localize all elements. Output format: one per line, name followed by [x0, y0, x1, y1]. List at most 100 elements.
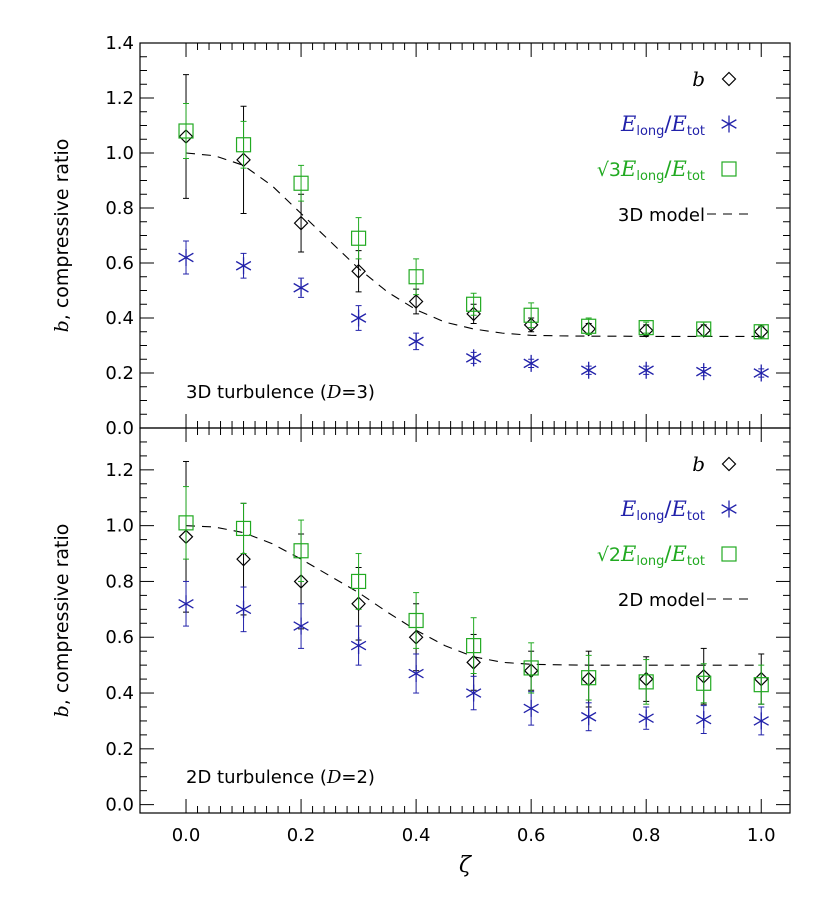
- y-tick-label: 1.2: [105, 460, 134, 481]
- data-point-E: [350, 637, 367, 655]
- legend-den-sub: tot: [687, 554, 705, 569]
- data-point-S: [638, 674, 654, 690]
- legend-den: E: [671, 157, 687, 181]
- legend-marker-E: [721, 115, 737, 133]
- data-point-E: [753, 712, 769, 730]
- legend-slash: /: [664, 542, 672, 566]
- y-tick-label: 0.2: [105, 363, 134, 384]
- data-point-E: [293, 617, 309, 635]
- data-point-S: [293, 175, 309, 191]
- legend-num-sub: long: [636, 554, 664, 569]
- legend-den: E: [671, 112, 687, 136]
- data-point-S: [466, 638, 482, 654]
- legend-label-E: Elong/Etot: [620, 112, 705, 139]
- data-point-E: [235, 600, 252, 618]
- y-axis-label-var: b: [51, 705, 73, 717]
- legend-label-S: √3Elong/Etot: [597, 157, 705, 184]
- data-point-S: [523, 660, 539, 676]
- data-point-S: [753, 677, 769, 693]
- data-point-S: [408, 612, 424, 629]
- data-point-E: [580, 708, 597, 726]
- data-point-S: [466, 296, 482, 312]
- annotation-var: D: [326, 767, 342, 788]
- data-point-S: [638, 320, 654, 336]
- data-point-S: [178, 515, 194, 531]
- legend-label-model: 2D model: [618, 590, 705, 611]
- legend-marker-b: [721, 456, 737, 472]
- y-tick-label: 0.8: [105, 571, 134, 592]
- y-tick-label: 0.4: [105, 683, 134, 704]
- data-point-b: [696, 323, 712, 338]
- y-axis-label: b, compressive ratio: [51, 524, 73, 718]
- legend-marker-E: [721, 500, 737, 518]
- data-point-S: [581, 318, 597, 334]
- legend-marker-S: [721, 546, 737, 562]
- legend-marker-b: [721, 71, 737, 87]
- annotation-suffix: =2): [341, 767, 375, 788]
- legend-num-sub: long: [636, 169, 664, 184]
- data-point-E: [293, 279, 309, 297]
- legend-label-b: b: [692, 67, 705, 91]
- x-tick-label: 0.4: [402, 825, 431, 846]
- data-point-E: [696, 363, 712, 381]
- x-tick-label: 1.0: [747, 825, 776, 846]
- data-point-S: [581, 670, 597, 686]
- data-point-S: [350, 230, 367, 246]
- data-point-E: [178, 595, 194, 613]
- y-tick-label: 0.6: [105, 627, 134, 648]
- y-tick-label: 0.8: [105, 198, 134, 219]
- series-E: [178, 240, 769, 382]
- data-point-E: [408, 332, 424, 350]
- data-point-b: [408, 294, 424, 309]
- data-point-b: [638, 323, 654, 338]
- legend-slash: /: [664, 112, 672, 136]
- data-point-b: [293, 574, 309, 589]
- legend-num-sub: long: [636, 509, 664, 524]
- annotation-var: D: [326, 382, 342, 403]
- data-point-E: [408, 665, 424, 683]
- panel-top: 0.00.20.40.60.81.01.21.4b, compressive r…: [51, 33, 791, 439]
- y-tick-label: 0.6: [105, 253, 134, 274]
- legend-text: 2D model: [618, 590, 705, 611]
- x-tick-label: 0.0: [172, 825, 201, 846]
- data-point-E: [638, 709, 654, 727]
- legend-den-sub: tot: [687, 509, 705, 524]
- legend-label-model: 3D model: [618, 205, 705, 226]
- legend-label-E: Elong/Etot: [620, 497, 705, 524]
- legend-label-b: b: [692, 452, 705, 476]
- x-tick-label: 0.6: [517, 825, 546, 846]
- data-point-S: [696, 321, 712, 337]
- data-point-S: [235, 520, 252, 537]
- y-tick-label: 0.0: [105, 795, 134, 816]
- legend-text: b: [692, 452, 705, 476]
- data-point-S: [753, 324, 769, 340]
- annotation-suffix: =3): [341, 382, 375, 403]
- legend-num: E: [620, 497, 636, 521]
- data-point-b: [351, 263, 366, 279]
- legend-num: E: [620, 112, 636, 136]
- data-point-E: [753, 364, 769, 382]
- data-point-E: [580, 361, 597, 379]
- y-axis-label-var: b: [51, 320, 73, 332]
- legend-marker-S: [721, 161, 737, 177]
- data-point-b: [293, 215, 309, 231]
- legend-num: E: [620, 157, 636, 181]
- panel-annotation: 3D turbulence (D=3): [186, 382, 375, 403]
- series-E: [178, 580, 769, 736]
- data-point-S: [235, 137, 252, 153]
- data-point-E: [523, 354, 539, 372]
- series-S: [178, 486, 769, 705]
- y-tick-label: 0.2: [105, 739, 134, 760]
- y-axis-label-text: , compressive ratio: [51, 139, 73, 321]
- data-point-E: [523, 699, 539, 717]
- data-point-S: [350, 573, 367, 590]
- legend-den: E: [671, 542, 687, 566]
- plot-frame: [139, 42, 791, 429]
- y-tick-label: 0.4: [105, 308, 134, 329]
- x-tick-label: 0.8: [632, 825, 661, 846]
- data-point-b: [236, 551, 251, 567]
- legend-slash: /: [664, 497, 672, 521]
